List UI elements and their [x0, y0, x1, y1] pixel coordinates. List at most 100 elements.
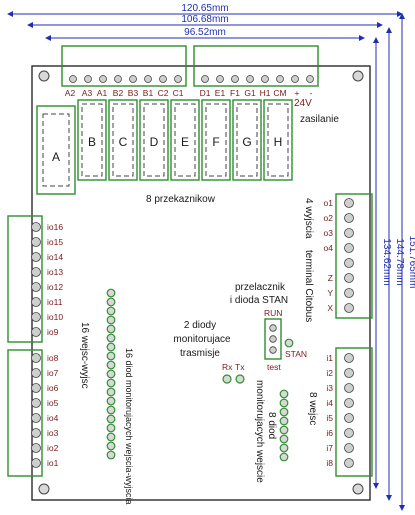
- left-connector-bottom: [7, 349, 43, 477]
- inputs-title: 8 wejsc: [307, 392, 318, 425]
- dimension-height-inner: 134.62mm: [381, 238, 392, 285]
- pin-label: H1: [260, 88, 271, 98]
- dimension-width-overall: 120.65mm: [181, 3, 228, 14]
- pin-label: i5: [326, 413, 333, 423]
- pin-label: io6: [47, 383, 59, 393]
- pin-label: i3: [326, 383, 333, 393]
- pin-label: X: [327, 303, 333, 313]
- dimension-width-mounting: 106.68mm: [181, 14, 228, 25]
- dimension-height-mounting: 144.78mm: [394, 238, 405, 285]
- pcb-outline: [31, 65, 371, 501]
- pin-label: o1: [324, 198, 334, 208]
- pin-label: A1: [97, 88, 108, 98]
- pin-label: io9: [47, 327, 59, 337]
- pin-label: io16: [47, 222, 63, 232]
- pin-label: B2: [113, 88, 124, 98]
- pin-label: CM: [273, 88, 286, 98]
- pin-label: i2: [326, 368, 333, 378]
- stan-led: [284, 338, 294, 348]
- relay-letter: C: [119, 135, 128, 149]
- switch-run-label: RUN: [264, 308, 282, 318]
- io-leds-label: 16 diod monitorujacych wejscia-wyjscia: [124, 348, 134, 505]
- pin-label: G1: [244, 88, 256, 98]
- pin-label: E1: [215, 88, 226, 98]
- left-connector-top: [7, 215, 43, 343]
- relay-F: F: [201, 99, 231, 181]
- pin-label: Z: [328, 273, 333, 283]
- pin-label: i6: [326, 428, 333, 438]
- power-label: zasilanie: [300, 114, 339, 125]
- pin-label: io4: [47, 413, 59, 423]
- rx-label: Rx: [222, 362, 233, 372]
- dimension-width-inner: 96.52mm: [184, 27, 226, 38]
- outputs-title: 4 wyjscia: [303, 198, 314, 239]
- relay-letter: D: [150, 135, 159, 149]
- pin-label: A2: [65, 88, 76, 98]
- io-led-column-lower: [106, 432, 116, 460]
- pin-label: io1: [47, 458, 59, 468]
- pin-label: i7: [326, 443, 333, 453]
- relay-A: A: [36, 105, 76, 195]
- horizontal-dimensions: 120.65mm 106.68mm 96.52mm: [7, 3, 403, 41]
- comm-leds-line3: trasmisje: [180, 348, 220, 359]
- pin-label: C1: [173, 88, 184, 98]
- switch-caption-line1: przelacznik: [235, 282, 286, 293]
- mounting-holes: [38, 70, 364, 495]
- pin-label: io11: [47, 297, 63, 307]
- top-connector-labels: A2 A3 A1 B2 B3 B1 C2 C1 D1 E1 F1 G1 H1 C…: [65, 88, 313, 98]
- pin-label: Y: [327, 288, 333, 298]
- relay-H: H: [263, 99, 293, 181]
- right-connector-top: [335, 193, 373, 319]
- pin-label: +: [295, 88, 300, 98]
- pin-label: o3: [324, 228, 334, 238]
- dimension-height-overall: 151.765mm: [407, 236, 415, 289]
- pin-label: F1: [230, 88, 240, 98]
- pin-label: io12: [47, 282, 63, 292]
- stan-label: STAN: [285, 349, 307, 359]
- comm-leds-line1: 2 diody: [184, 320, 216, 331]
- tx-label: Tx: [235, 362, 245, 372]
- pin-label: C2: [158, 88, 169, 98]
- pin-label: o4: [324, 243, 334, 253]
- relay-G: G: [232, 99, 262, 181]
- relay-letter: G: [242, 135, 251, 149]
- pin-label: B1: [143, 88, 154, 98]
- pin-label: B3: [128, 88, 139, 98]
- inputs-pin-labels: i1 i2 i3 i4 i5 i6 i7 i8: [326, 353, 333, 468]
- switch-test-label: test: [267, 362, 281, 372]
- relay-letter: F: [212, 135, 219, 149]
- power-voltage-label: 24V: [294, 98, 312, 109]
- io-block-title: 16 wejsc-wyjsc: [79, 322, 90, 389]
- outputs-pin-labels: o1 o2 o3 o4 Z Y X: [324, 198, 334, 313]
- pin-label: io3: [47, 428, 59, 438]
- pin-label: io8: [47, 353, 59, 363]
- pin-label: io2: [47, 443, 59, 453]
- vertical-dimensions: 151.765mm 144.78mm 134.62mm: [373, 13, 415, 511]
- relay-B: B: [77, 99, 107, 181]
- input-led-column: [279, 389, 289, 462]
- relay-D: D: [139, 99, 169, 181]
- input-leds-line1: 8 diod: [266, 412, 277, 439]
- pin-label: io10: [47, 312, 63, 322]
- pin-label: io14: [47, 252, 63, 262]
- citobus-title: terminal Citobus: [303, 250, 314, 322]
- pin-label: i8: [326, 458, 333, 468]
- run-test-switch: [264, 318, 282, 360]
- io-led-column: [106, 288, 116, 433]
- pin-label: o2: [324, 213, 334, 223]
- input-leds-line2: monitorujacych wejscie: [254, 380, 265, 483]
- relays-label: 8 przekaznikow: [146, 194, 216, 205]
- comm-leds: [222, 374, 245, 384]
- io-pin-labels: io16 io15 io14 io13 io12 io11 io10 io9 i…: [47, 222, 63, 468]
- pin-label: i1: [326, 353, 333, 363]
- right-connector-bottom: [335, 347, 373, 477]
- pin-label: -: [310, 88, 313, 98]
- pin-label: i4: [326, 398, 333, 408]
- relay-letter: A: [52, 150, 60, 164]
- relay-E: E: [170, 99, 200, 181]
- pin-label: io15: [47, 237, 63, 247]
- comm-leds-line2: monitorujace: [173, 334, 231, 345]
- pin-label: io7: [47, 368, 59, 378]
- relay-letter: B: [88, 135, 96, 149]
